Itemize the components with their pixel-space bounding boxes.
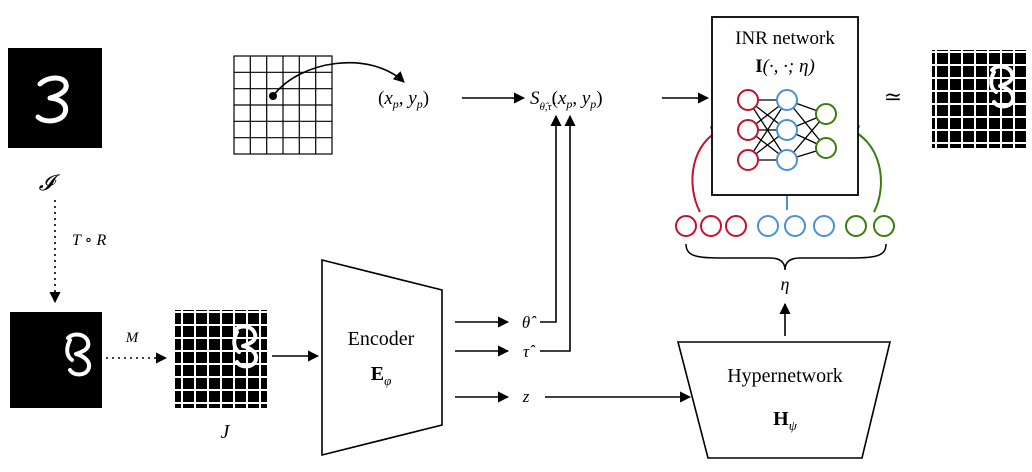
inr-hidden-layer	[776, 89, 798, 171]
eta-label: η	[781, 274, 790, 294]
theta-to-sampler-path	[540, 114, 562, 323]
inr-title: INR network	[735, 28, 835, 49]
tau-to-sampler-path	[540, 114, 576, 352]
weight-vector	[675, 215, 895, 237]
original-image-label: 𝓘	[39, 170, 61, 195]
coordinate-grid	[233, 55, 333, 155]
sampler-label: Sθ̂,τ̂(xp, yp)	[530, 88, 603, 113]
inr-input-layer	[737, 89, 759, 171]
transformed-image	[10, 312, 102, 408]
latent-label: z	[522, 387, 530, 406]
transform-label: T ∘ R	[72, 232, 106, 249]
hypernet-title: Hypernetwork	[727, 365, 843, 387]
inr-output-layer	[815, 103, 837, 159]
masked-image	[175, 310, 267, 408]
encoder-block	[321, 258, 443, 457]
tau-hat-label: τ̂	[523, 342, 536, 361]
inr-symbol: I(·, ·; η)	[755, 56, 815, 77]
weights-brace	[685, 243, 887, 271]
encoder-symbol: Eφ	[371, 363, 392, 388]
reconstructed-image	[932, 50, 1026, 148]
hypernet-symbol: Hψ	[773, 408, 798, 433]
coords-label: (xp, yp)	[378, 88, 429, 111]
hypernet-block	[676, 341, 892, 459]
masked-image-label: J	[221, 421, 231, 443]
mask-label: M	[125, 330, 140, 346]
approx-symbol: ≃	[884, 84, 902, 109]
encoder-title: Encoder	[348, 328, 415, 350]
original-image	[8, 48, 102, 148]
point-to-coords-arrow	[272, 62, 405, 97]
theta-hat-label: θ̂	[522, 313, 537, 332]
